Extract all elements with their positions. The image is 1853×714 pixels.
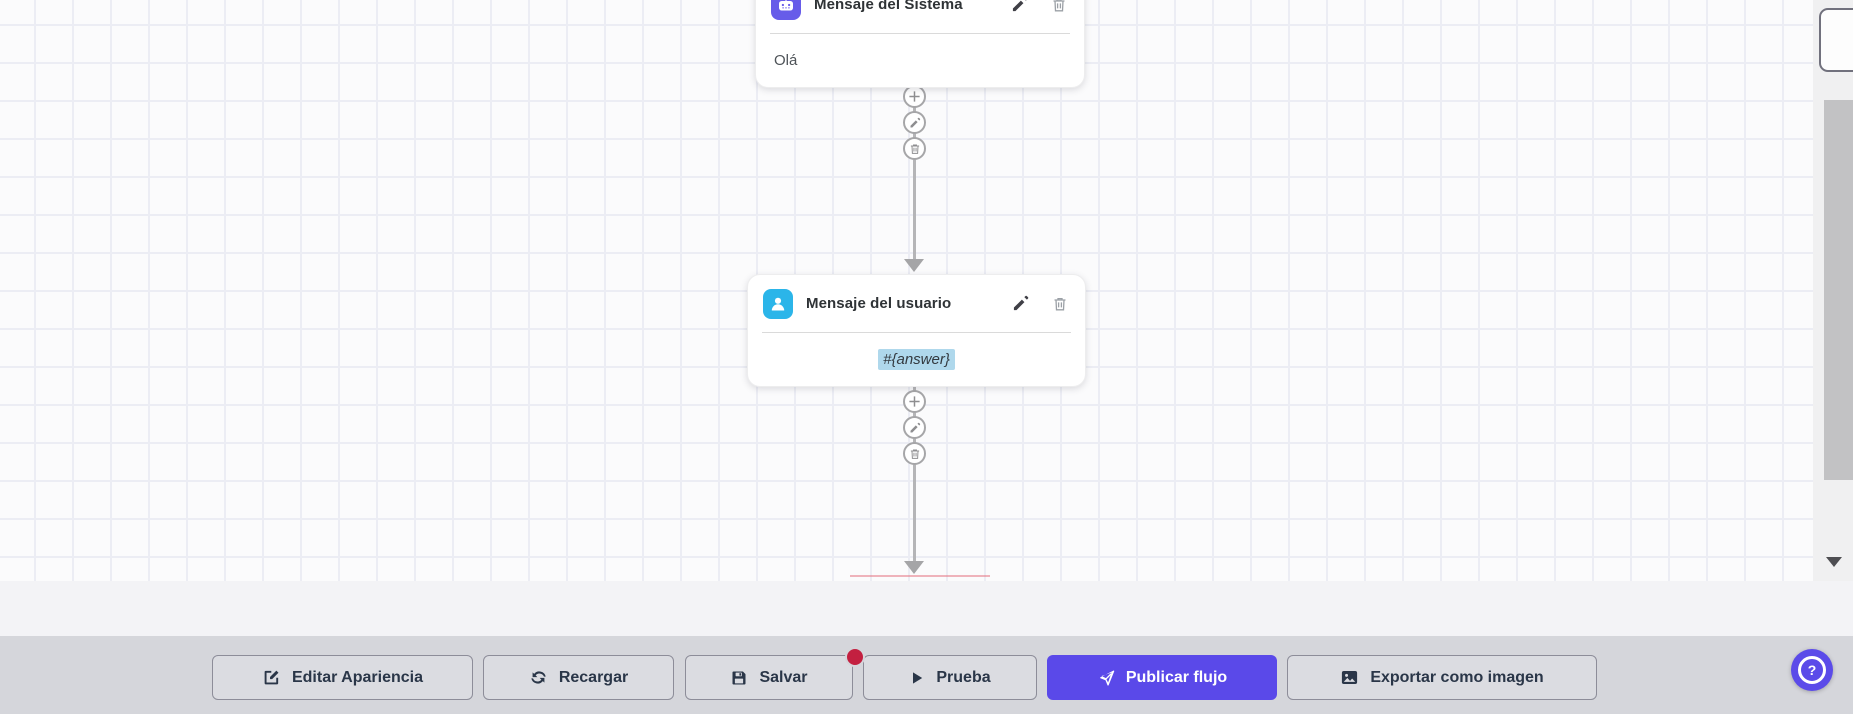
node-header: Mensaje del Sistema <box>756 0 1084 33</box>
publish-flow-button[interactable]: Publicar flujo <box>1047 655 1277 700</box>
pencil-icon <box>1012 0 1027 12</box>
edit-appearance-button[interactable]: Editar Apariencia <box>212 655 473 700</box>
node-header: Mensaje del usuario <box>748 275 1085 332</box>
node-divider <box>762 332 1071 333</box>
next-node-edge <box>850 575 990 577</box>
image-icon <box>1340 668 1359 687</box>
robot-icon <box>771 0 801 20</box>
delete-step-button[interactable] <box>903 442 926 465</box>
edit-node-button[interactable] <box>1010 293 1031 314</box>
export-image-button[interactable]: Exportar como imagen <box>1287 655 1597 700</box>
trash-icon <box>1053 0 1065 11</box>
node-system-message[interactable]: Mensaje del Sistema Olá <box>755 0 1085 88</box>
node-content: #{answer} <box>748 333 1085 385</box>
node-divider <box>770 33 1070 34</box>
button-label: Recargar <box>558 668 629 686</box>
send-icon <box>1097 669 1115 687</box>
add-step-button[interactable] <box>903 85 926 108</box>
arrow-down-icon <box>904 259 924 272</box>
connector-line <box>913 383 916 563</box>
button-label: Exportar como imagen <box>1370 668 1544 686</box>
test-button[interactable]: Prueba <box>863 655 1037 700</box>
node-title: Mensaje del usuario <box>806 295 952 312</box>
canvas-footer-strip <box>0 581 1853 636</box>
arrow-down-icon <box>904 561 924 574</box>
scroll-down-arrow-icon[interactable] <box>1826 557 1842 567</box>
delete-node-button[interactable] <box>1050 294 1070 314</box>
plus-icon <box>908 90 921 103</box>
pencil-icon <box>1013 295 1029 311</box>
unsaved-changes-badge <box>845 647 865 667</box>
help-button[interactable]: ? <box>1791 649 1833 691</box>
plus-icon <box>908 395 921 408</box>
button-label: Editar Apariencia <box>291 668 423 686</box>
scrollbar-thumb[interactable] <box>1824 100 1853 480</box>
delete-step-button[interactable] <box>903 137 926 160</box>
question-icon: ? <box>1798 656 1826 684</box>
trash-icon <box>909 143 921 155</box>
help-label: ? <box>1807 662 1817 678</box>
node-content: Olá <box>774 51 798 69</box>
button-label: Prueba <box>936 668 991 686</box>
answer-variable-chip[interactable]: #{answer} <box>878 348 955 370</box>
button-label: Publicar flujo <box>1125 668 1228 686</box>
trash-icon <box>909 448 921 460</box>
save-icon <box>730 669 748 687</box>
reload-button[interactable]: Recargar <box>483 655 674 700</box>
add-step-button[interactable] <box>903 390 926 413</box>
connector-line <box>913 78 916 260</box>
delete-node-button[interactable] <box>1049 0 1069 15</box>
user-icon <box>763 288 793 319</box>
scroll-top-box[interactable] <box>1819 8 1853 72</box>
edit-icon <box>262 668 281 687</box>
refresh-icon <box>529 668 548 687</box>
pencil-icon <box>909 422 921 434</box>
edit-step-button[interactable] <box>903 111 926 134</box>
node-user-message[interactable]: Mensaje del usuario #{answer} <box>747 274 1086 387</box>
trash-icon <box>1054 297 1066 310</box>
edit-node-button[interactable] <box>1009 0 1030 15</box>
edit-step-button[interactable] <box>903 416 926 439</box>
pencil-icon <box>909 117 921 129</box>
button-label: Salvar <box>759 668 808 686</box>
play-icon <box>909 670 925 686</box>
flow-canvas[interactable]: Mensaje del Sistema Olá Mensaje del usua… <box>0 0 1813 581</box>
save-button[interactable]: Salvar <box>685 655 853 700</box>
node-title: Mensaje del Sistema <box>814 0 963 13</box>
